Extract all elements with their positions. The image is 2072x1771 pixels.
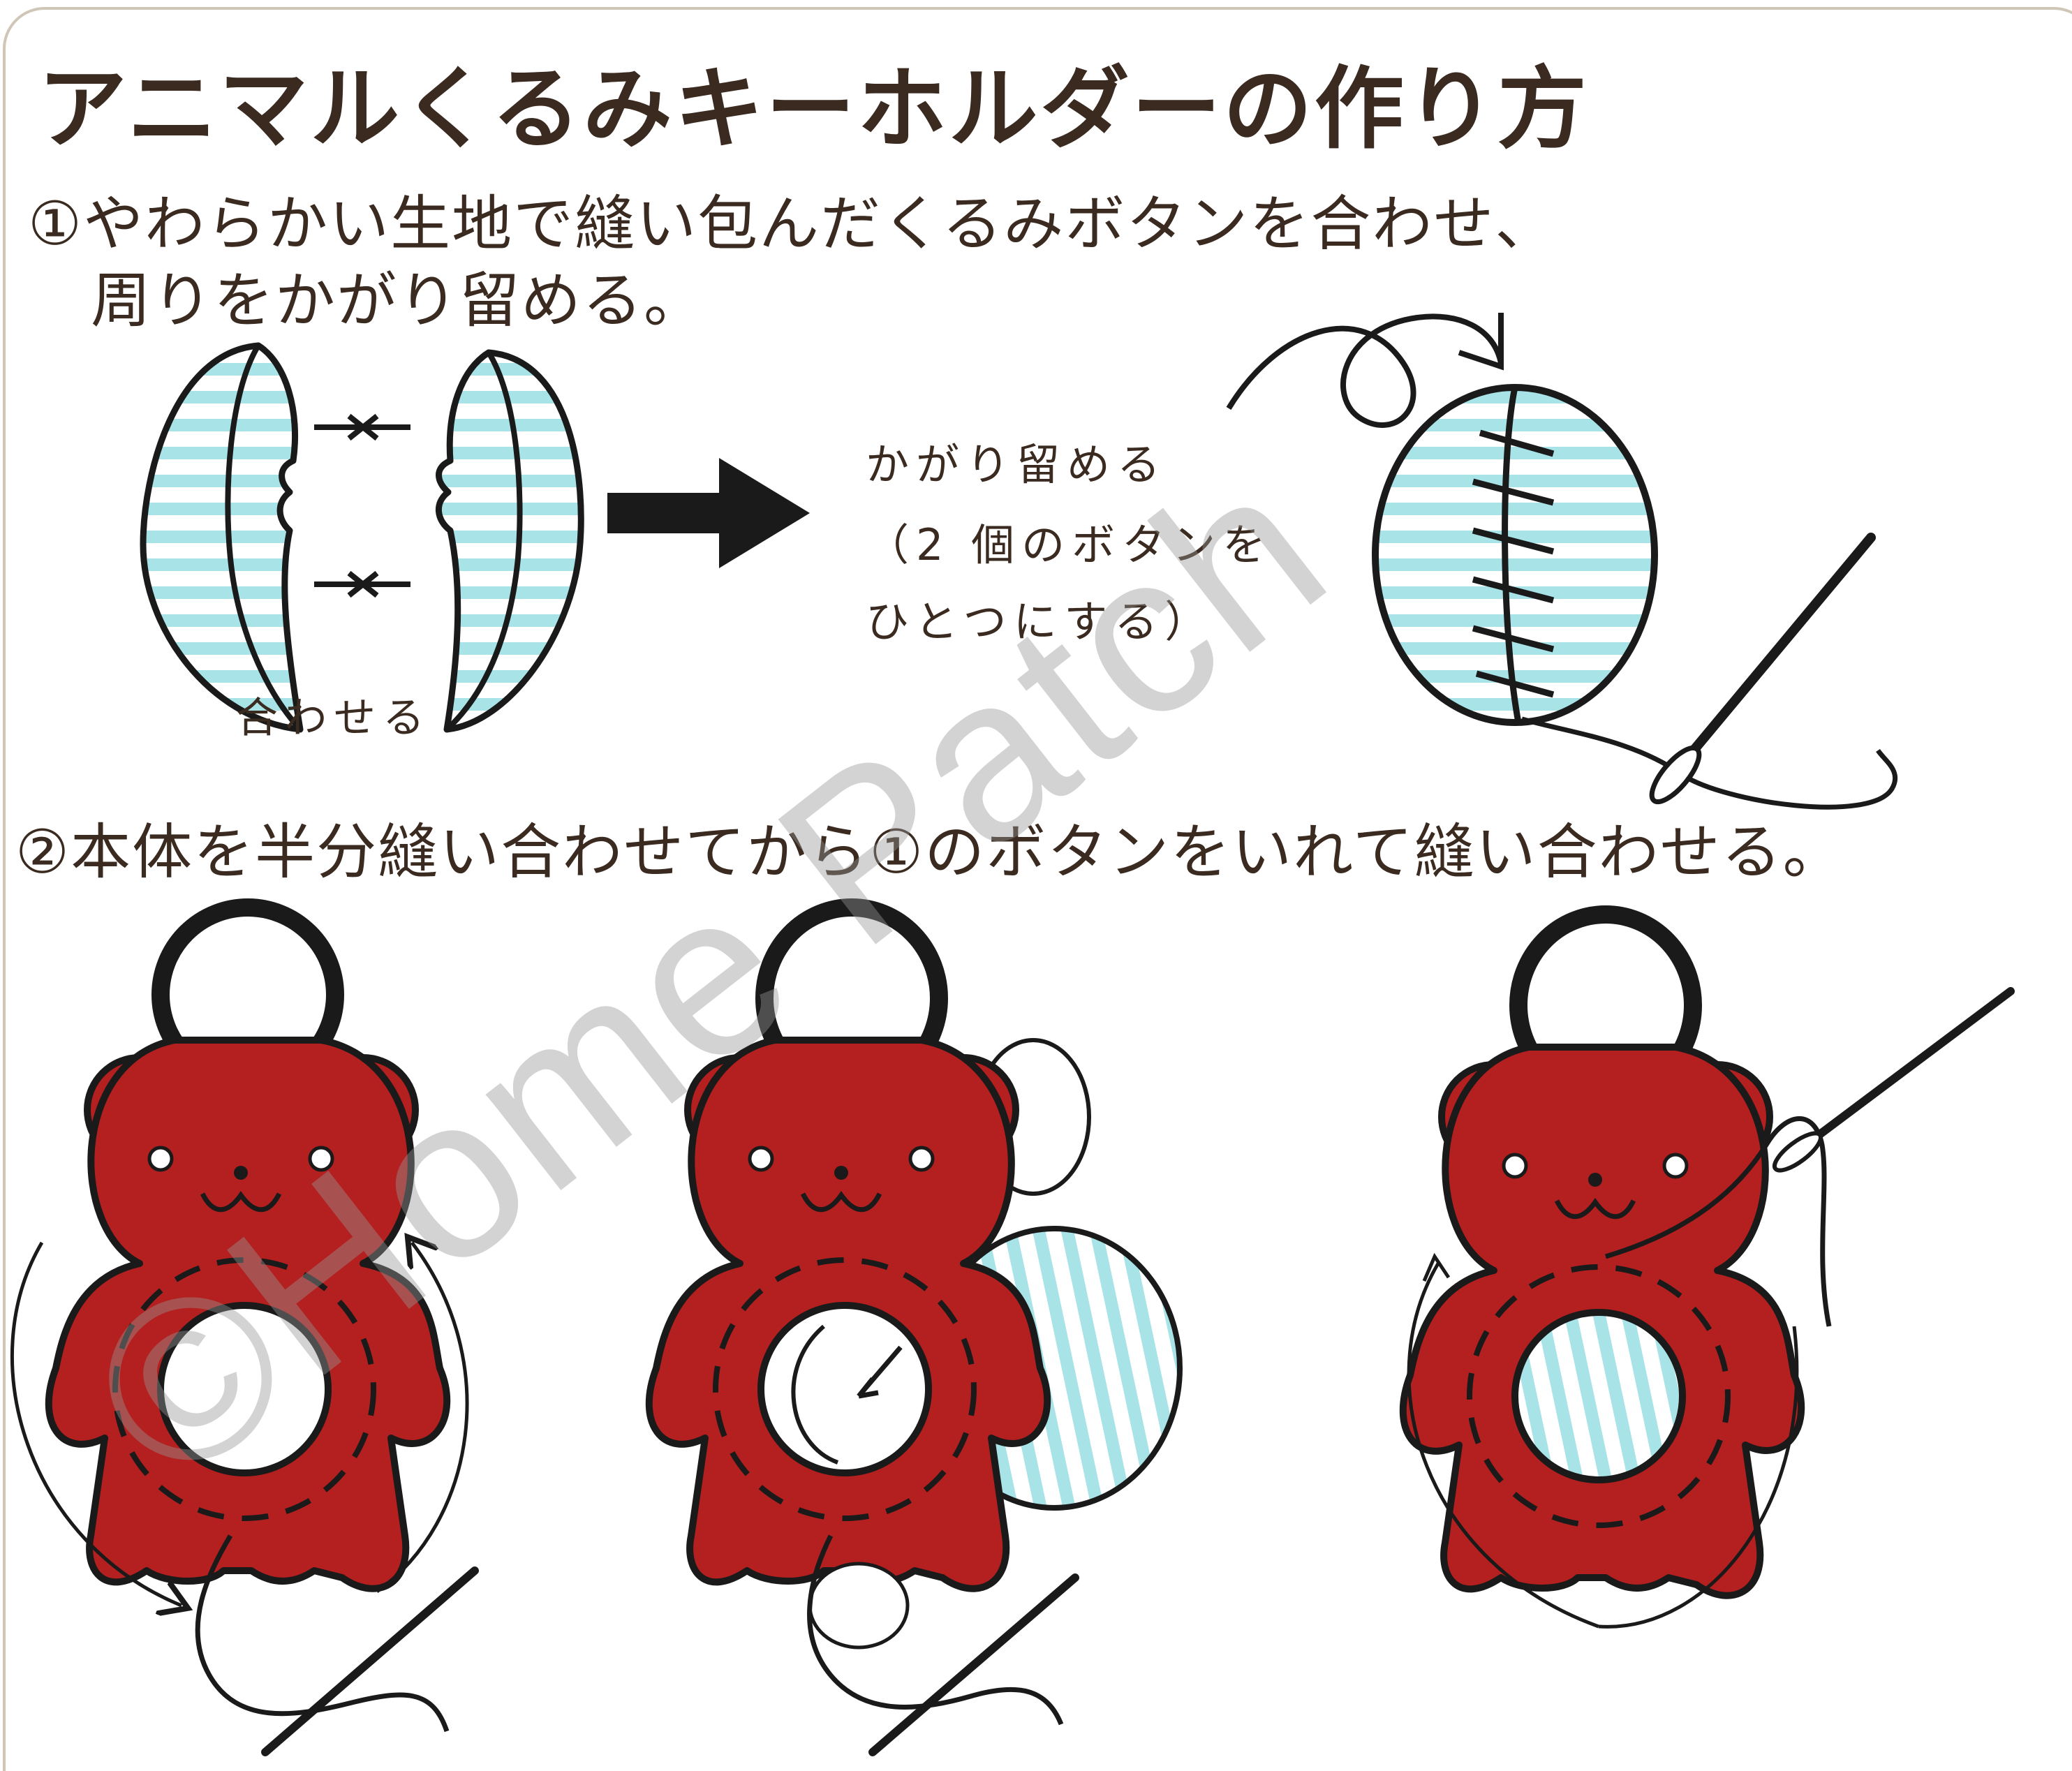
card-frame xyxy=(3,7,2072,1771)
half-button-right xyxy=(435,349,584,733)
whipstitch-label-line3: ひとつにする） xyxy=(866,596,1215,647)
step1-instruction-line1: ①やわらかい生地で縫い包んだくるみボタンを合わせ、 xyxy=(28,189,1557,259)
big-right-arrow-icon xyxy=(607,458,810,568)
step1-instruction-line2: 周りをかがり留める。 xyxy=(91,266,705,336)
bear-keychain-2 xyxy=(645,898,1183,1756)
whipstitch-label-line1: かがり留める xyxy=(866,439,1168,490)
whipstitch-label-line2: （2 個のボタンを xyxy=(866,519,1273,570)
half-button-left xyxy=(140,342,304,733)
merge-arrows-icon xyxy=(314,413,410,598)
whipstitched-button xyxy=(1226,313,1898,810)
page-title: アニマルくるみキーホルダーの作り方 xyxy=(38,57,1589,161)
merge-label: 合わせる xyxy=(236,694,431,743)
step2-instruction: ②本体を半分縫い合わせてから①のボタンをいれて縫い合わせる。 xyxy=(15,817,1844,887)
bear-keychain-1 xyxy=(10,898,479,1756)
bear-keychain-3 xyxy=(1399,905,2015,1629)
